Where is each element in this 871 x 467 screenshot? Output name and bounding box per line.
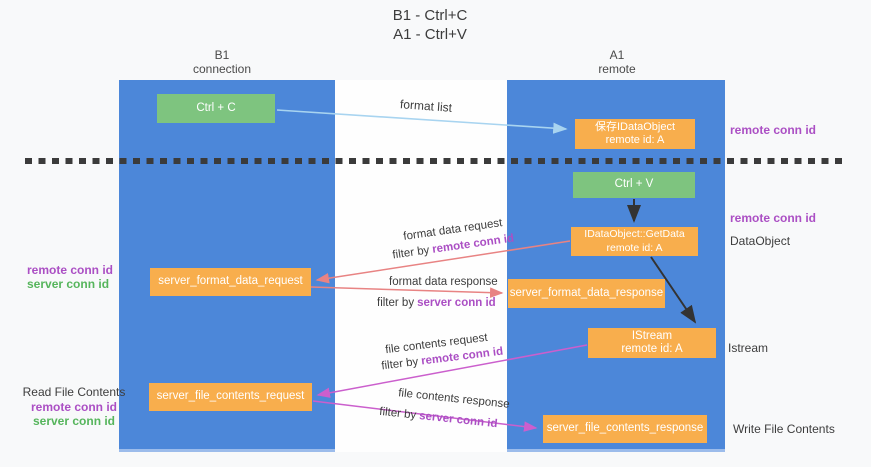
- lane-left-title: B1: [214, 48, 230, 62]
- remote-conn-id-left-top: remote conn id: [27, 263, 114, 277]
- dataobject-label: DataObject: [730, 234, 791, 248]
- node-server-file-contents-response: server_file_contents_response: [543, 415, 707, 443]
- node-server-format-data-response: server_format_data_response: [508, 279, 665, 308]
- dashed-divider-line: [25, 158, 843, 164]
- server-conn-id-text-1: server conn id: [417, 297, 496, 309]
- node-istream: IStream remote id: A: [588, 328, 716, 358]
- node-server-file-contents-request: server_file_contents_request: [149, 383, 312, 411]
- write-file-contents-label: Write File Contents: [733, 422, 835, 436]
- node-save-dataobject-line1: 保存IDataObject: [594, 120, 676, 133]
- lane-right-header: A1 remote: [542, 48, 692, 76]
- remote-conn-id-right-top: remote conn id: [730, 123, 817, 137]
- node-server-format-data-request: server_format_data_request: [150, 268, 311, 296]
- left-conn-id-legend: remote conn id server conn id: [27, 263, 113, 291]
- remote-conn-id-left-bottom: remote conn id: [30, 399, 117, 414]
- remote-conn-id-right-mid: remote conn id: [730, 211, 817, 225]
- diagram-title-line2: A1 - Ctrl+V: [393, 26, 467, 43]
- server-conn-id-left-top: server conn id: [27, 277, 110, 291]
- filter-by-text-2: filter by: [377, 297, 415, 309]
- lane-left-subtitle: connection: [192, 61, 252, 76]
- server-conn-id-left-bottom: server conn id: [32, 414, 116, 428]
- diagram-title: B1 - Ctrl+C A1 - Ctrl+V: [325, 6, 535, 44]
- node-istream-line1: IStream: [631, 329, 673, 342]
- format-data-response-label: format data response: [389, 276, 498, 288]
- node-ctrl-c: Ctrl + C: [157, 94, 275, 123]
- node-save-dataobject-line2: remote id: A: [605, 134, 665, 146]
- node-istream-line2: remote id: A: [621, 343, 683, 355]
- node-server-file-contents-response-label: server_file_contents_response: [546, 422, 704, 435]
- node-save-dataobject: 保存IDataObject remote id: A: [575, 119, 695, 149]
- node-getdata-line1: IDataObject::GetData: [584, 228, 685, 240]
- istream-side-label: Istream: [728, 341, 769, 355]
- node-server-file-contents-request-label: server_file_contents_request: [156, 390, 305, 403]
- read-file-legend: Read File Contents remote conn id server…: [18, 385, 130, 429]
- node-ctrl-c-label: Ctrl + C: [196, 101, 236, 114]
- node-getdata-line2: remote id: A: [606, 241, 663, 254]
- node-ctrl-v: Ctrl + V: [573, 172, 695, 198]
- node-server-format-data-response-label: server_format_data_response: [509, 286, 664, 299]
- read-file-contents-label: Read File Contents: [22, 385, 126, 399]
- lane-right-subtitle: remote: [598, 61, 636, 76]
- lane-left-header: B1 connection: [147, 48, 297, 76]
- lane-right-title: A1: [609, 48, 625, 62]
- node-server-format-data-request-label: server_format_data_request: [158, 275, 303, 288]
- node-ctrl-v-label: Ctrl + V: [614, 178, 654, 191]
- diagram-title-line1: B1 - Ctrl+C: [392, 7, 468, 24]
- node-getdata: IDataObject::GetData remote id: A: [571, 227, 698, 256]
